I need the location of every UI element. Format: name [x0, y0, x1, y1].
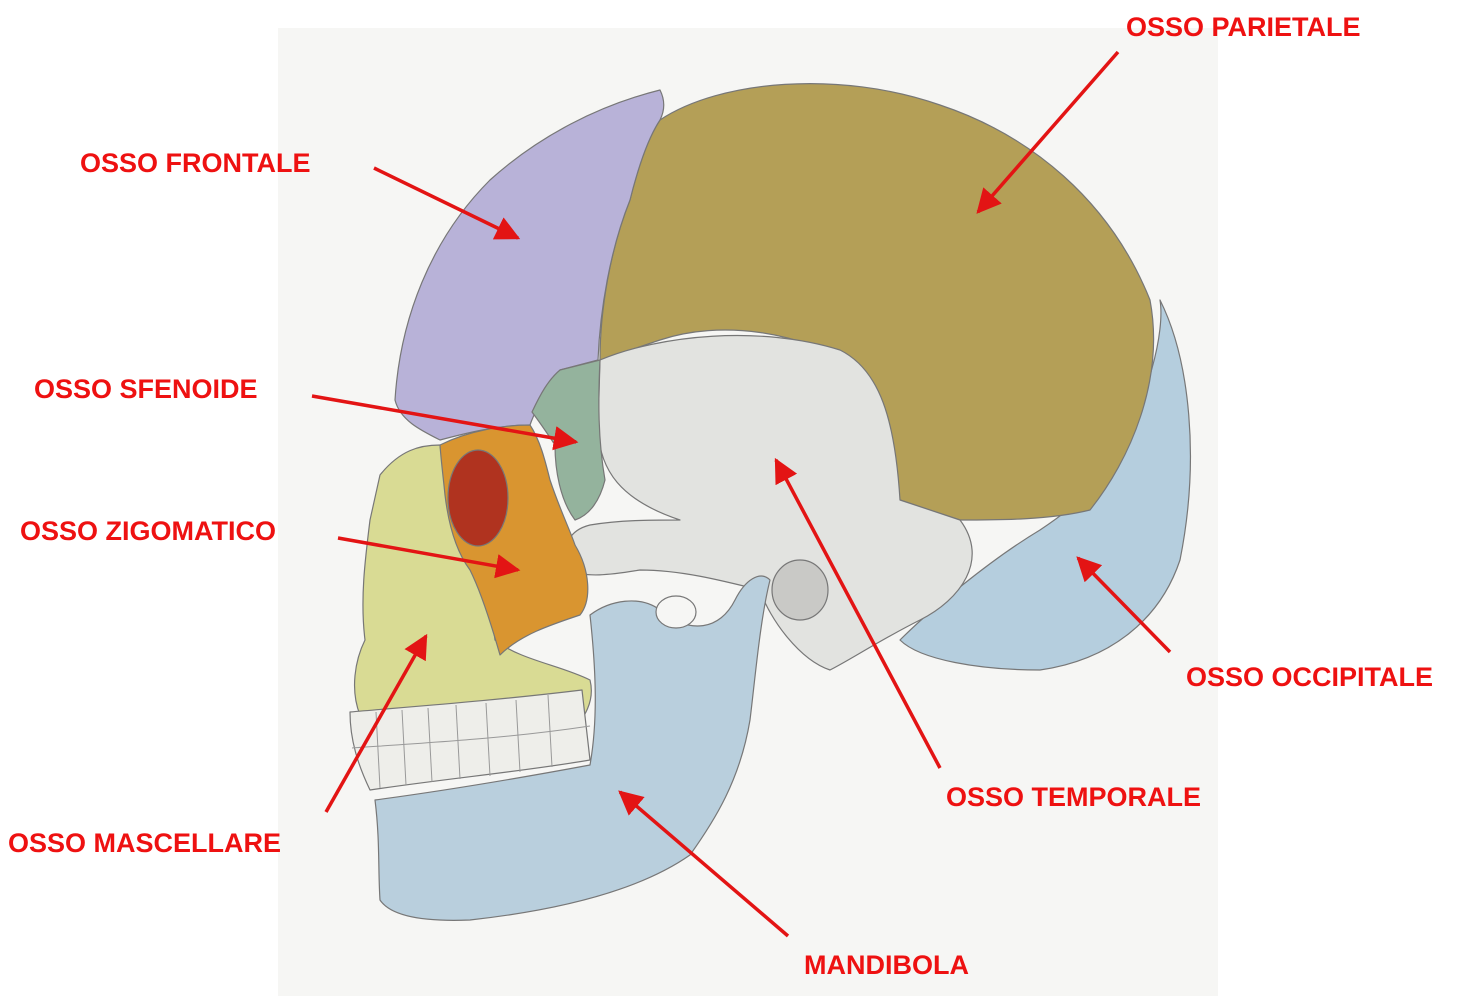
label-parietale: OSSO PARIETALE: [1126, 12, 1361, 42]
label-zigomatico: OSSO ZIGOMATICO: [20, 516, 276, 546]
label-occipitale: OSSO OCCIPITALE: [1186, 662, 1433, 692]
orbit-opening: [448, 450, 508, 546]
mandibular-notch: [656, 596, 696, 628]
label-temporale: OSSO TEMPORALE: [946, 782, 1201, 812]
ear-canal: [772, 560, 828, 620]
label-mascellare: OSSO MASCELLARE: [8, 828, 281, 858]
label-sfenoide: OSSO SFENOIDE: [34, 374, 258, 404]
label-frontale: OSSO FRONTALE: [80, 148, 311, 178]
label-mandibola: MANDIBOLA: [804, 950, 969, 980]
